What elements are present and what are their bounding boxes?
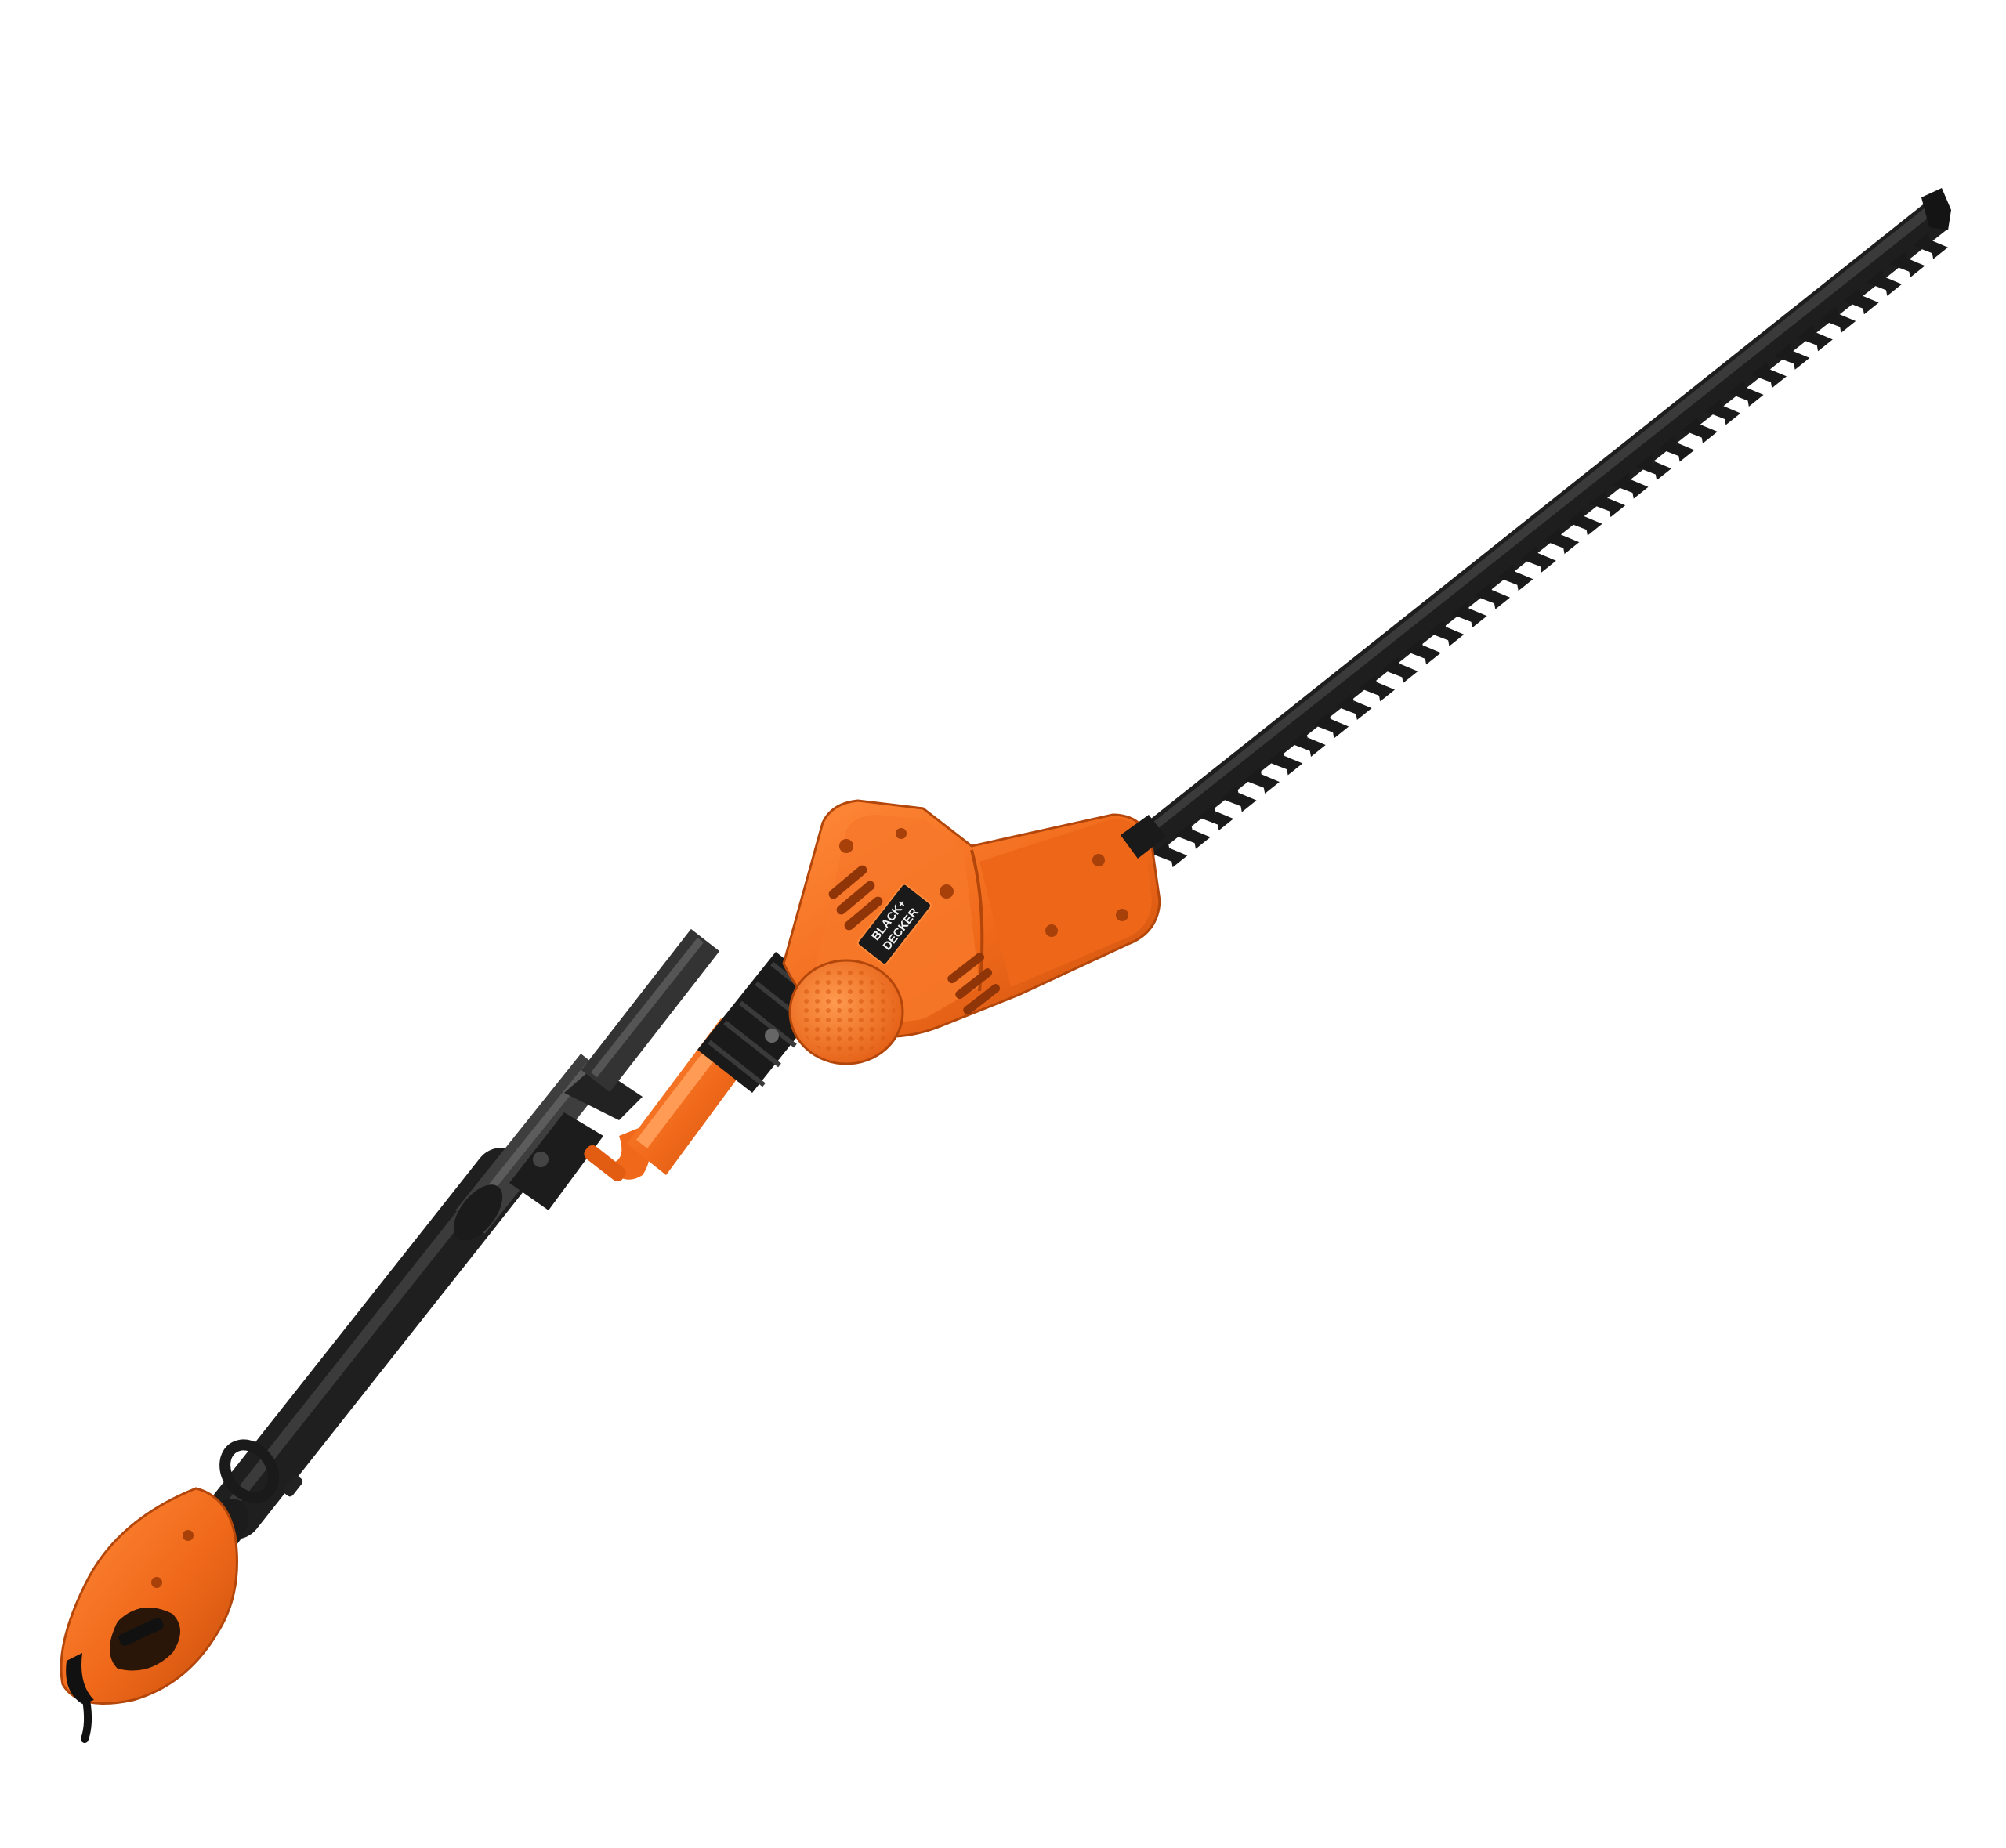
blade-tooth [1676, 442, 1695, 462]
blade-tooth [1589, 490, 1610, 512]
blade-tooth [1422, 645, 1441, 665]
blade-tooth [1866, 269, 1887, 291]
blade-tooth [1860, 295, 1879, 315]
blade-tooth [1613, 472, 1634, 494]
blade-tooth [1474, 583, 1495, 604]
blade-tooth [1814, 331, 1833, 352]
blade-tooth [1929, 240, 1948, 259]
blade-tooth [1382, 656, 1403, 678]
blade-tooth [1607, 497, 1626, 518]
blade-tooth [1515, 571, 1533, 591]
blade-tooth [1630, 479, 1649, 499]
blade-tooth [1428, 620, 1449, 641]
blade-tooth [1197, 804, 1218, 825]
blade-tooth [1290, 730, 1311, 751]
blade-tooth [1883, 277, 1903, 296]
blade-tooth [1261, 774, 1280, 794]
telescopic-lock-clamp [509, 1065, 650, 1210]
blade-tooth [1561, 534, 1580, 555]
shaft-collar-lower [453, 1184, 503, 1241]
blade-tooth [1728, 380, 1749, 401]
blade-tooth [1497, 564, 1519, 586]
blade-tooth [1745, 387, 1764, 407]
blade-tooth [1221, 786, 1242, 807]
blade-tooth [1906, 258, 1925, 278]
blade-tooth [1566, 509, 1588, 530]
blade-tooth [1544, 527, 1564, 548]
blade-tooth [1912, 233, 1933, 254]
blade-tooth [1244, 767, 1265, 788]
blade-tooth [1169, 848, 1188, 868]
blade-teeth [1152, 233, 1948, 868]
gear-cap [788, 959, 904, 1065]
blade-tooth [1152, 841, 1172, 862]
blade-tooth [1584, 515, 1602, 536]
blade-tooth [1751, 361, 1772, 383]
blade-tooth [1491, 590, 1511, 609]
blade-tooth [1267, 749, 1287, 770]
blade-tooth [1405, 638, 1426, 660]
blade-tooth [1797, 324, 1818, 346]
blade-tooth [1175, 823, 1196, 844]
blade-tooth [1215, 811, 1234, 831]
blade-tooth [1791, 350, 1810, 370]
blade-tooth [1682, 417, 1703, 438]
blade-tooth [1843, 288, 1864, 309]
blade-tooth [1722, 405, 1741, 425]
blade-tooth [1376, 682, 1395, 702]
blade-tooth [1774, 343, 1795, 364]
blade-tooth [1238, 792, 1257, 812]
blade-tooth [1446, 627, 1465, 646]
blade-tooth [1192, 829, 1211, 849]
blade-tooth [1653, 461, 1671, 481]
blade-tooth [1336, 693, 1357, 714]
blade-tooth [1313, 712, 1334, 733]
rear-handle [60, 1439, 303, 1743]
blade-tooth [1838, 313, 1856, 333]
blade-tooth [1451, 601, 1472, 623]
blade-tooth [1353, 700, 1372, 720]
blade-tooth [1699, 424, 1718, 444]
blade-tooth [1520, 546, 1541, 567]
blade-tooth [1307, 737, 1326, 758]
middle-shaft [581, 928, 720, 1093]
blade-tooth [1820, 306, 1841, 327]
blade-tooth [1284, 755, 1303, 776]
blade-tooth [1399, 664, 1418, 683]
hedge-blade [1128, 188, 1951, 868]
blade-tooth [1537, 553, 1556, 573]
blade-tooth [1768, 368, 1787, 389]
blade-tooth [1331, 718, 1349, 739]
blade-tooth [1659, 436, 1679, 457]
blade-tooth [1635, 454, 1657, 475]
blade-tooth [1704, 399, 1725, 420]
blade-tooth [1889, 251, 1910, 273]
blade-mount [1121, 815, 1166, 859]
blade-tooth [1468, 608, 1487, 628]
blade-tooth [1359, 674, 1380, 696]
